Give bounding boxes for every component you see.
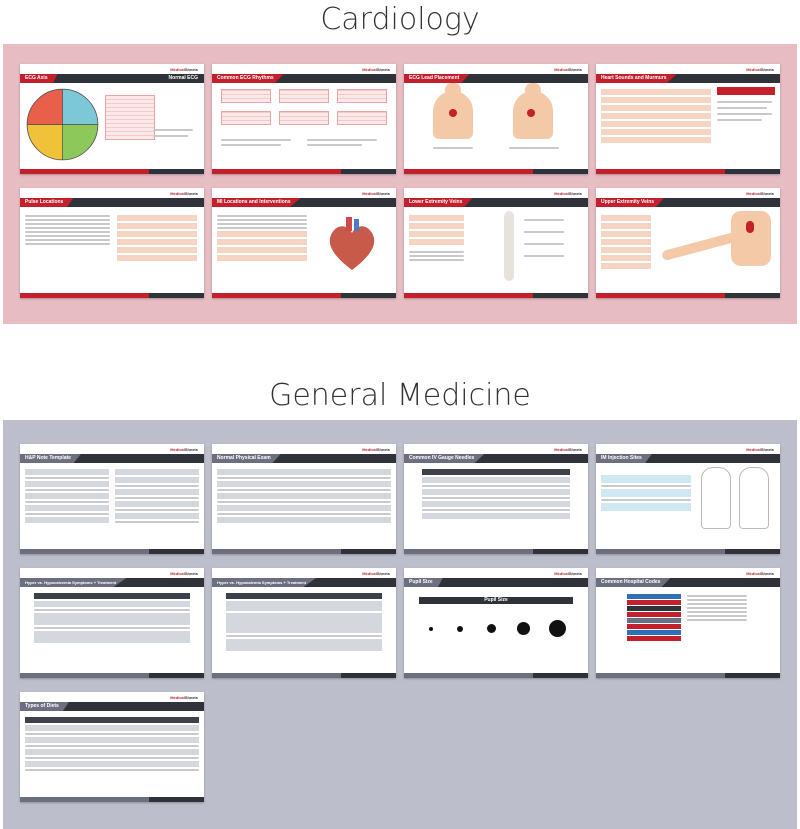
- axis-wheel-graphic: [26, 88, 99, 161]
- card-upper-extremity-veins[interactable]: MedicalSheets Upper Extremity Veins: [596, 188, 780, 298]
- card-pupil-size[interactable]: MedicalSheets Pupil Size Pupil Size: [404, 568, 588, 678]
- card-title: Common ECG Rhythms: [212, 74, 284, 83]
- brand-logo: MedicalSheets: [554, 571, 582, 576]
- card-common-hospital-codes[interactable]: MedicalSheets Common Hospital Codes: [596, 568, 780, 678]
- card-subtitle: Normal ECG: [168, 75, 198, 81]
- heart-graphic: [329, 217, 375, 270]
- brand-logo: MedicalSheets: [554, 191, 582, 196]
- card-normal-physical-exam[interactable]: MedicalSheets Normal Physical Exam: [212, 444, 396, 554]
- card-title: Heart Sounds and Murmurs: [596, 74, 677, 83]
- card-ecg-axis[interactable]: MedicalSheets ECG Axis Normal ECG: [20, 64, 204, 174]
- card-hp-note-template[interactable]: MedicalSheets H&P Note Template: [20, 444, 204, 554]
- card-title: Common Hospital Codes: [596, 578, 671, 587]
- brand-logo: MedicalSheets: [170, 191, 198, 196]
- body-outline-graphic: [739, 467, 769, 529]
- card-im-injection-sites[interactable]: MedicalSheets IM Injection Sites: [596, 444, 780, 554]
- arm-graphic: [661, 230, 741, 262]
- card-title: MI Locations and Interventions: [212, 198, 301, 207]
- pupil-size-header: Pupil Size: [419, 597, 573, 604]
- card-title: Lower Extremity Veins: [404, 198, 473, 207]
- card-title: IM Injection Sites: [596, 454, 652, 463]
- general-medicine-section-title: General Medicine: [269, 378, 531, 413]
- ecg-grid-graphic: [105, 95, 155, 140]
- card-pulse-locations[interactable]: MedicalSheets Pulse Locations: [20, 188, 204, 298]
- card-hypercalcemia[interactable]: MedicalSheets Hyper vs. Hypocalcemia Sym…: [20, 568, 204, 678]
- brand-logo: MedicalSheets: [362, 191, 390, 196]
- pupil-dot: [517, 622, 530, 635]
- card-common-ecg-rhythms[interactable]: MedicalSheets Common ECG Rhythms: [212, 64, 396, 174]
- card-title: Hyper vs. Hypocalcemia Symptoms + Treatm…: [20, 578, 127, 587]
- card-title: Normal Physical Exam: [212, 454, 281, 463]
- pupil-dot: [429, 627, 433, 631]
- pupil-dot: [487, 624, 496, 633]
- brand-logo: MedicalSheets: [362, 67, 390, 72]
- brand-logo: MedicalSheets: [746, 67, 774, 72]
- card-mi-locations[interactable]: MedicalSheets MI Locations and Intervent…: [212, 188, 396, 298]
- pupil-dot: [549, 620, 566, 637]
- brand-logo: MedicalSheets: [170, 571, 198, 576]
- brand-logo: MedicalSheets: [170, 695, 198, 700]
- cardiology-panel: MedicalSheets ECG Axis Normal ECG Medica…: [3, 44, 797, 324]
- card-types-of-diets[interactable]: MedicalSheets Types of Diets: [20, 692, 204, 802]
- brand-logo: MedicalSheets: [362, 447, 390, 452]
- card-ecg-lead-placement[interactable]: MedicalSheets ECG Lead Placement: [404, 64, 588, 174]
- card-hyperkalemia[interactable]: MedicalSheets Hyper vs. Hypokalemia Symp…: [212, 568, 396, 678]
- leg-graphic: [504, 211, 514, 281]
- card-title: Hyper vs. Hypokalemia Symptoms + Treatme…: [212, 578, 317, 587]
- brand-logo: MedicalSheets: [554, 447, 582, 452]
- brand-logo: MedicalSheets: [746, 191, 774, 196]
- general-medicine-panel: MedicalSheets H&P Note Template MedicalS…: [3, 420, 797, 829]
- card-title: Types of Diets: [20, 702, 69, 711]
- brand-logo: MedicalSheets: [362, 571, 390, 576]
- card-title: H&P Note Template: [20, 454, 81, 463]
- cardiology-section-title: Cardiology: [320, 2, 480, 37]
- card-title: ECG Lead Placement: [404, 74, 470, 83]
- card-lower-extremity-veins[interactable]: MedicalSheets Lower Extremity Veins: [404, 188, 588, 298]
- card-title: Common IV Gauge Needles: [404, 454, 485, 463]
- card-heart-sounds-murmurs[interactable]: MedicalSheets Heart Sounds and Murmurs: [596, 64, 780, 174]
- card-title: Pulse Locations: [20, 198, 74, 207]
- brand-logo: MedicalSheets: [746, 447, 774, 452]
- card-iv-gauge-needles[interactable]: MedicalSheets Common IV Gauge Needles: [404, 444, 588, 554]
- brand-logo: MedicalSheets: [746, 571, 774, 576]
- brand-logo: MedicalSheets: [554, 67, 582, 72]
- card-title: Pupil Size: [404, 578, 443, 587]
- pupil-dot: [457, 626, 463, 632]
- card-title: ECG Axis: [20, 74, 58, 83]
- brand-logo: MedicalSheets: [170, 67, 198, 72]
- body-outline-graphic: [701, 467, 731, 529]
- brand-logo: MedicalSheets: [170, 447, 198, 452]
- card-title: Upper Extremity Veins: [596, 198, 665, 207]
